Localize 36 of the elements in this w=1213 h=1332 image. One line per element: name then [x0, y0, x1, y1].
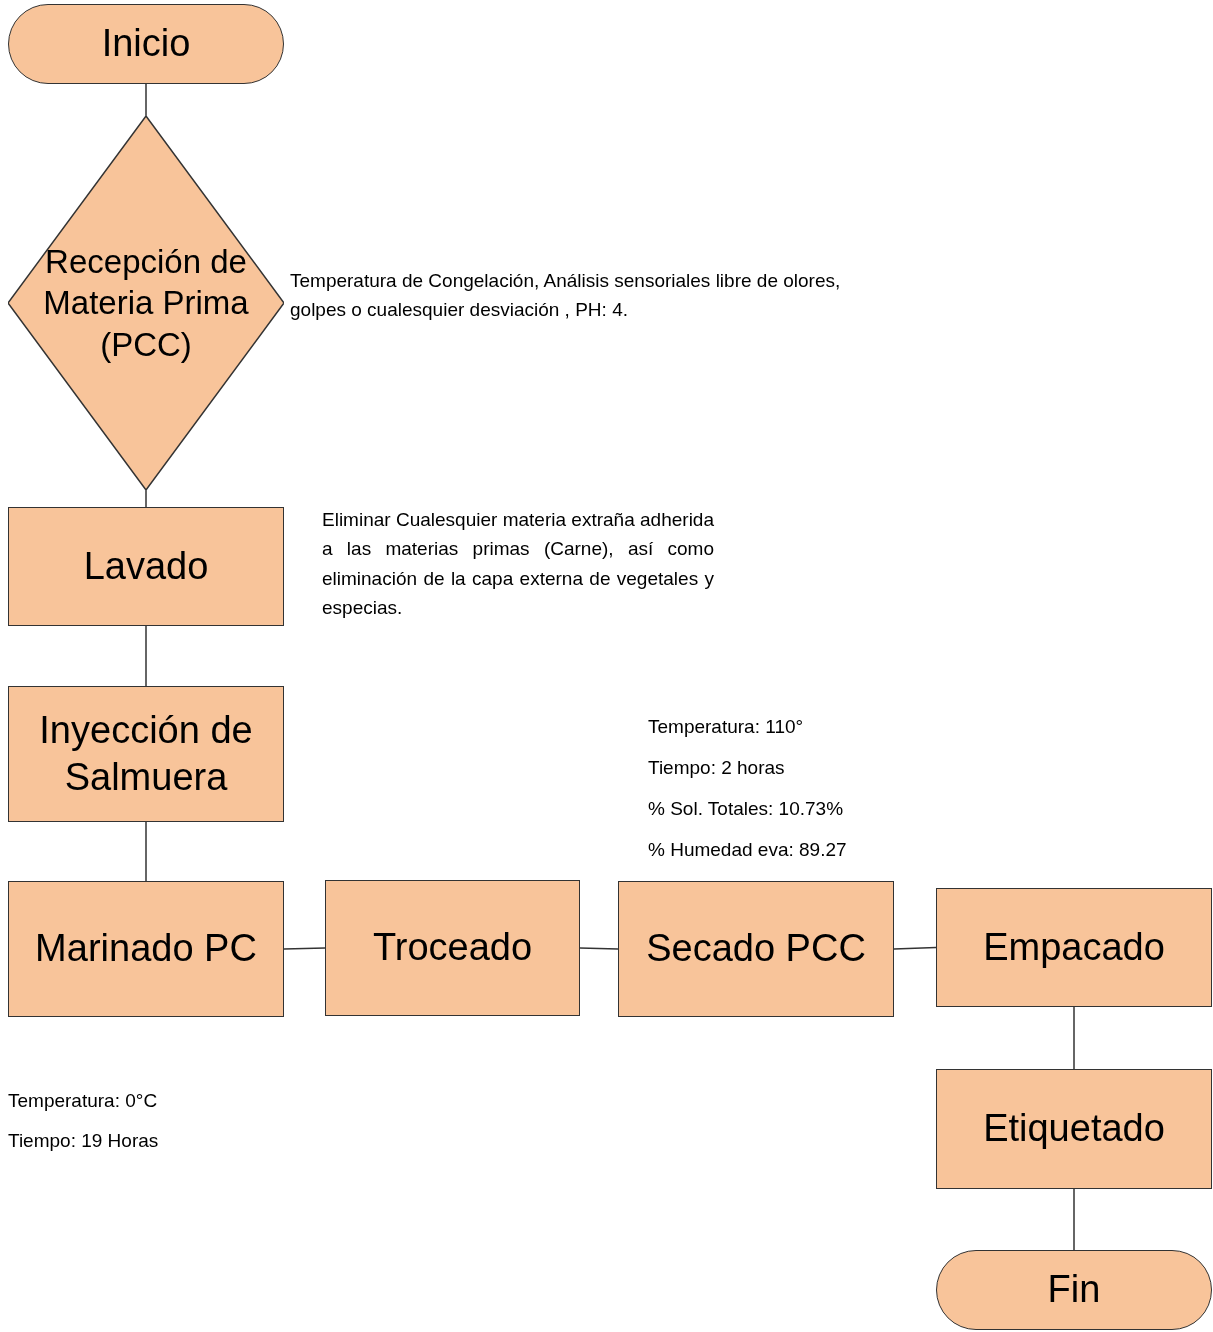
- step-label: Inicio: [101, 21, 191, 67]
- connector-line: [145, 83, 147, 117]
- step-label: Troceado: [372, 925, 533, 971]
- connector-line: [1073, 1006, 1075, 1070]
- connector-line: [145, 625, 147, 687]
- terminal-box: [936, 1250, 1212, 1330]
- connector-line: [893, 946, 937, 950]
- note-text: Temperatura: 0°C: [8, 1089, 159, 1113]
- step-label: Recepción de Materia Prima (PCC): [42, 242, 250, 365]
- process-box: [936, 888, 1212, 1007]
- process-box: [618, 881, 894, 1017]
- note-text: Temperatura de Congelación, Análisis sensoriales libre de olores, golpes o cualesquier desviación , PH: 4.: [290, 269, 842, 323]
- step-label: Empacado: [983, 924, 1165, 970]
- note-text: Tiempo: 2 horas: [648, 756, 786, 780]
- process-box: [8, 881, 284, 1017]
- connector-line: [145, 489, 147, 508]
- note-text: % Humedad eva: 89.27: [648, 838, 848, 862]
- decision-diamond: [8, 116, 284, 490]
- process-box: [325, 880, 580, 1016]
- process-box: [8, 507, 284, 626]
- connector-line: [145, 821, 147, 882]
- connector-line: [1073, 1188, 1075, 1251]
- step-label: Lavado: [83, 543, 209, 589]
- step-label: Inyección de Salmuera: [38, 707, 254, 800]
- note-text: Temperatura: 110°: [648, 715, 805, 739]
- step-label: Etiquetado: [983, 1106, 1165, 1152]
- note-text: Tiempo: 19 Horas: [8, 1129, 160, 1153]
- step-label: Marinado PC: [35, 926, 257, 972]
- note-text: % Sol. Totales: 10.73%: [648, 797, 845, 821]
- connector-line: [283, 947, 326, 950]
- note-text: Eliminar Cualesquier materia extraña adherida a las materias primas (Carne), así como eliminación de la capa externa de vegetales y especias.: [322, 508, 714, 621]
- process-box: [8, 686, 284, 822]
- step-label: Secado PCC: [646, 926, 866, 972]
- process-box: [936, 1069, 1212, 1189]
- step-label: Fin: [1047, 1267, 1101, 1313]
- connector-line: [579, 947, 619, 950]
